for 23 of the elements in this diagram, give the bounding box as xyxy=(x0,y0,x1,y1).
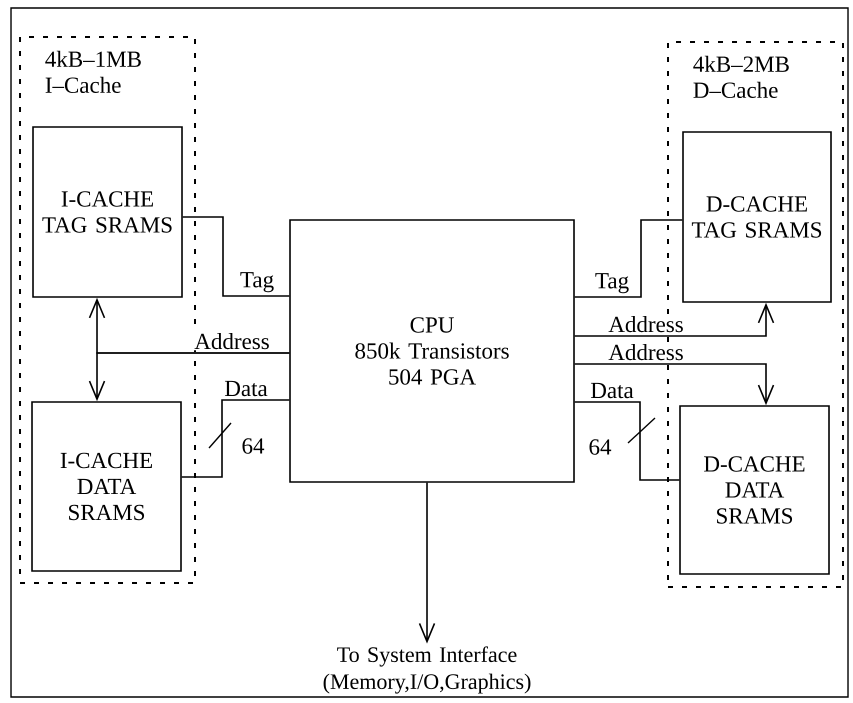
edge-label: Tag xyxy=(594,272,630,294)
edge-label: Data xyxy=(589,382,635,400)
edge-label: Address xyxy=(607,315,685,334)
cpu-box: CPU 850k Transistors 504 PGA xyxy=(289,219,575,483)
connector xyxy=(88,352,290,402)
edge-label: Data xyxy=(223,380,269,398)
bus-width-label: 64 xyxy=(590,439,612,455)
connector xyxy=(574,363,774,406)
connector xyxy=(574,401,680,481)
connector xyxy=(182,399,290,478)
destination-text: To System Interface (Memory,I/O,Graphics) xyxy=(324,646,530,694)
sram-box: I-CACHE TAG SRAMS xyxy=(32,126,183,298)
sram-box: I-CACHE DATA SRAMS xyxy=(31,401,182,572)
sram-box: D-CACHE DATA SRAMS xyxy=(679,405,830,575)
connector xyxy=(418,482,436,644)
edge-label: Tag xyxy=(238,271,276,294)
bus-width-label: 64 xyxy=(242,438,264,454)
connector xyxy=(574,302,774,337)
connector xyxy=(574,219,682,298)
connector xyxy=(182,216,290,297)
edge-label: Address xyxy=(607,343,685,362)
edge-label: Address xyxy=(193,332,271,350)
sram-box: D-CACHE TAG SRAMS xyxy=(682,131,832,303)
